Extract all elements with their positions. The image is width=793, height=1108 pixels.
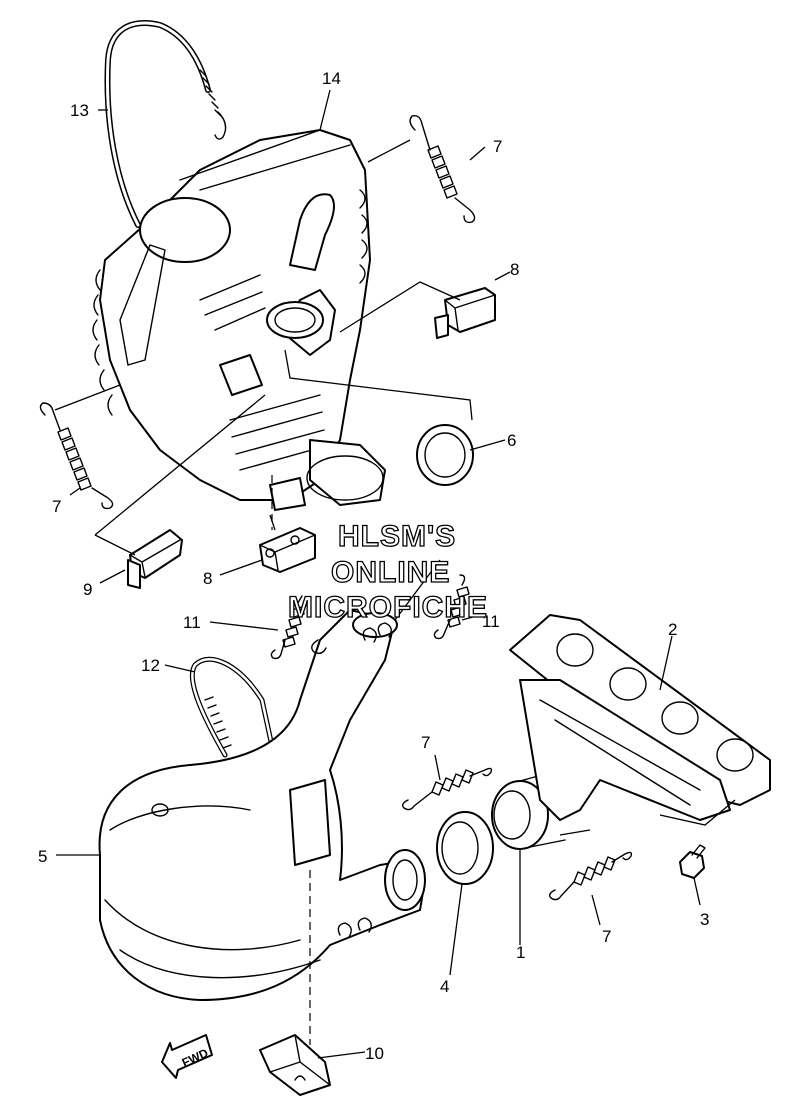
- strap-part-13[interactable]: [104, 20, 227, 228]
- spring-part-11-right[interactable]: [433, 574, 470, 640]
- watermark-line-2: ONLINE: [331, 556, 450, 589]
- bolt-part-3[interactable]: [679, 844, 706, 879]
- spring-part-7-middle[interactable]: [401, 767, 493, 811]
- callout-6: 6: [507, 431, 516, 450]
- fwd-arrow-icon: FWD: [161, 1034, 213, 1079]
- callout-14: 14: [322, 69, 341, 88]
- callout-8-upper: 8: [510, 260, 519, 279]
- callout-11-right: 11: [482, 612, 500, 631]
- callout-4: 4: [440, 977, 449, 996]
- strap-part-12[interactable]: [189, 656, 288, 823]
- callout-1: 1: [516, 943, 525, 962]
- gasket-part-6[interactable]: [416, 424, 474, 486]
- spring-part-7-left[interactable]: [39, 402, 114, 510]
- watermark-line-1: HLSM'S: [338, 520, 456, 553]
- damper-part-8-lower[interactable]: [259, 527, 316, 573]
- watermark: HLSM'S ONLINE MICROFICHE: [287, 519, 488, 624]
- callout-3: 3: [700, 910, 709, 929]
- callout-9: 9: [83, 580, 92, 599]
- callout-7-middle: 7: [421, 733, 430, 752]
- spring-part-7-top[interactable]: [409, 114, 476, 224]
- callout-2: 2: [668, 620, 677, 639]
- bracket-part-10[interactable]: [259, 1034, 331, 1096]
- callout-10: 10: [365, 1044, 384, 1063]
- callout-13: 13: [70, 101, 89, 120]
- damper-part-8-upper[interactable]: [434, 287, 496, 339]
- damper-part-9[interactable]: [127, 529, 183, 589]
- expansion-chamber-part-5[interactable]: [98, 609, 426, 1001]
- callout-7-left: 7: [52, 497, 61, 516]
- callout-labels: 1 2 3 4 5 6 7 7 7 7 8 8 9 10 11 11 12 13…: [38, 69, 709, 1063]
- callout-12: 12: [141, 656, 160, 675]
- watermark-line-3: MICROFICHE: [288, 591, 488, 624]
- callout-11-left: 11: [183, 613, 201, 632]
- gasket-part-4[interactable]: [436, 811, 494, 885]
- joint-part-1[interactable]: [491, 769, 566, 850]
- callout-7-right: 7: [602, 927, 611, 946]
- leader-lines: [54, 89, 736, 1059]
- muffler-part-14[interactable]: [92, 129, 386, 511]
- callout-7-top: 7: [493, 137, 502, 156]
- spring-part-7-right[interactable]: [548, 851, 633, 901]
- spring-part-11-left[interactable]: [270, 595, 327, 660]
- callout-8-lower: 8: [203, 569, 212, 588]
- manifold-part-2[interactable]: [509, 614, 771, 821]
- callout-5: 5: [38, 847, 47, 866]
